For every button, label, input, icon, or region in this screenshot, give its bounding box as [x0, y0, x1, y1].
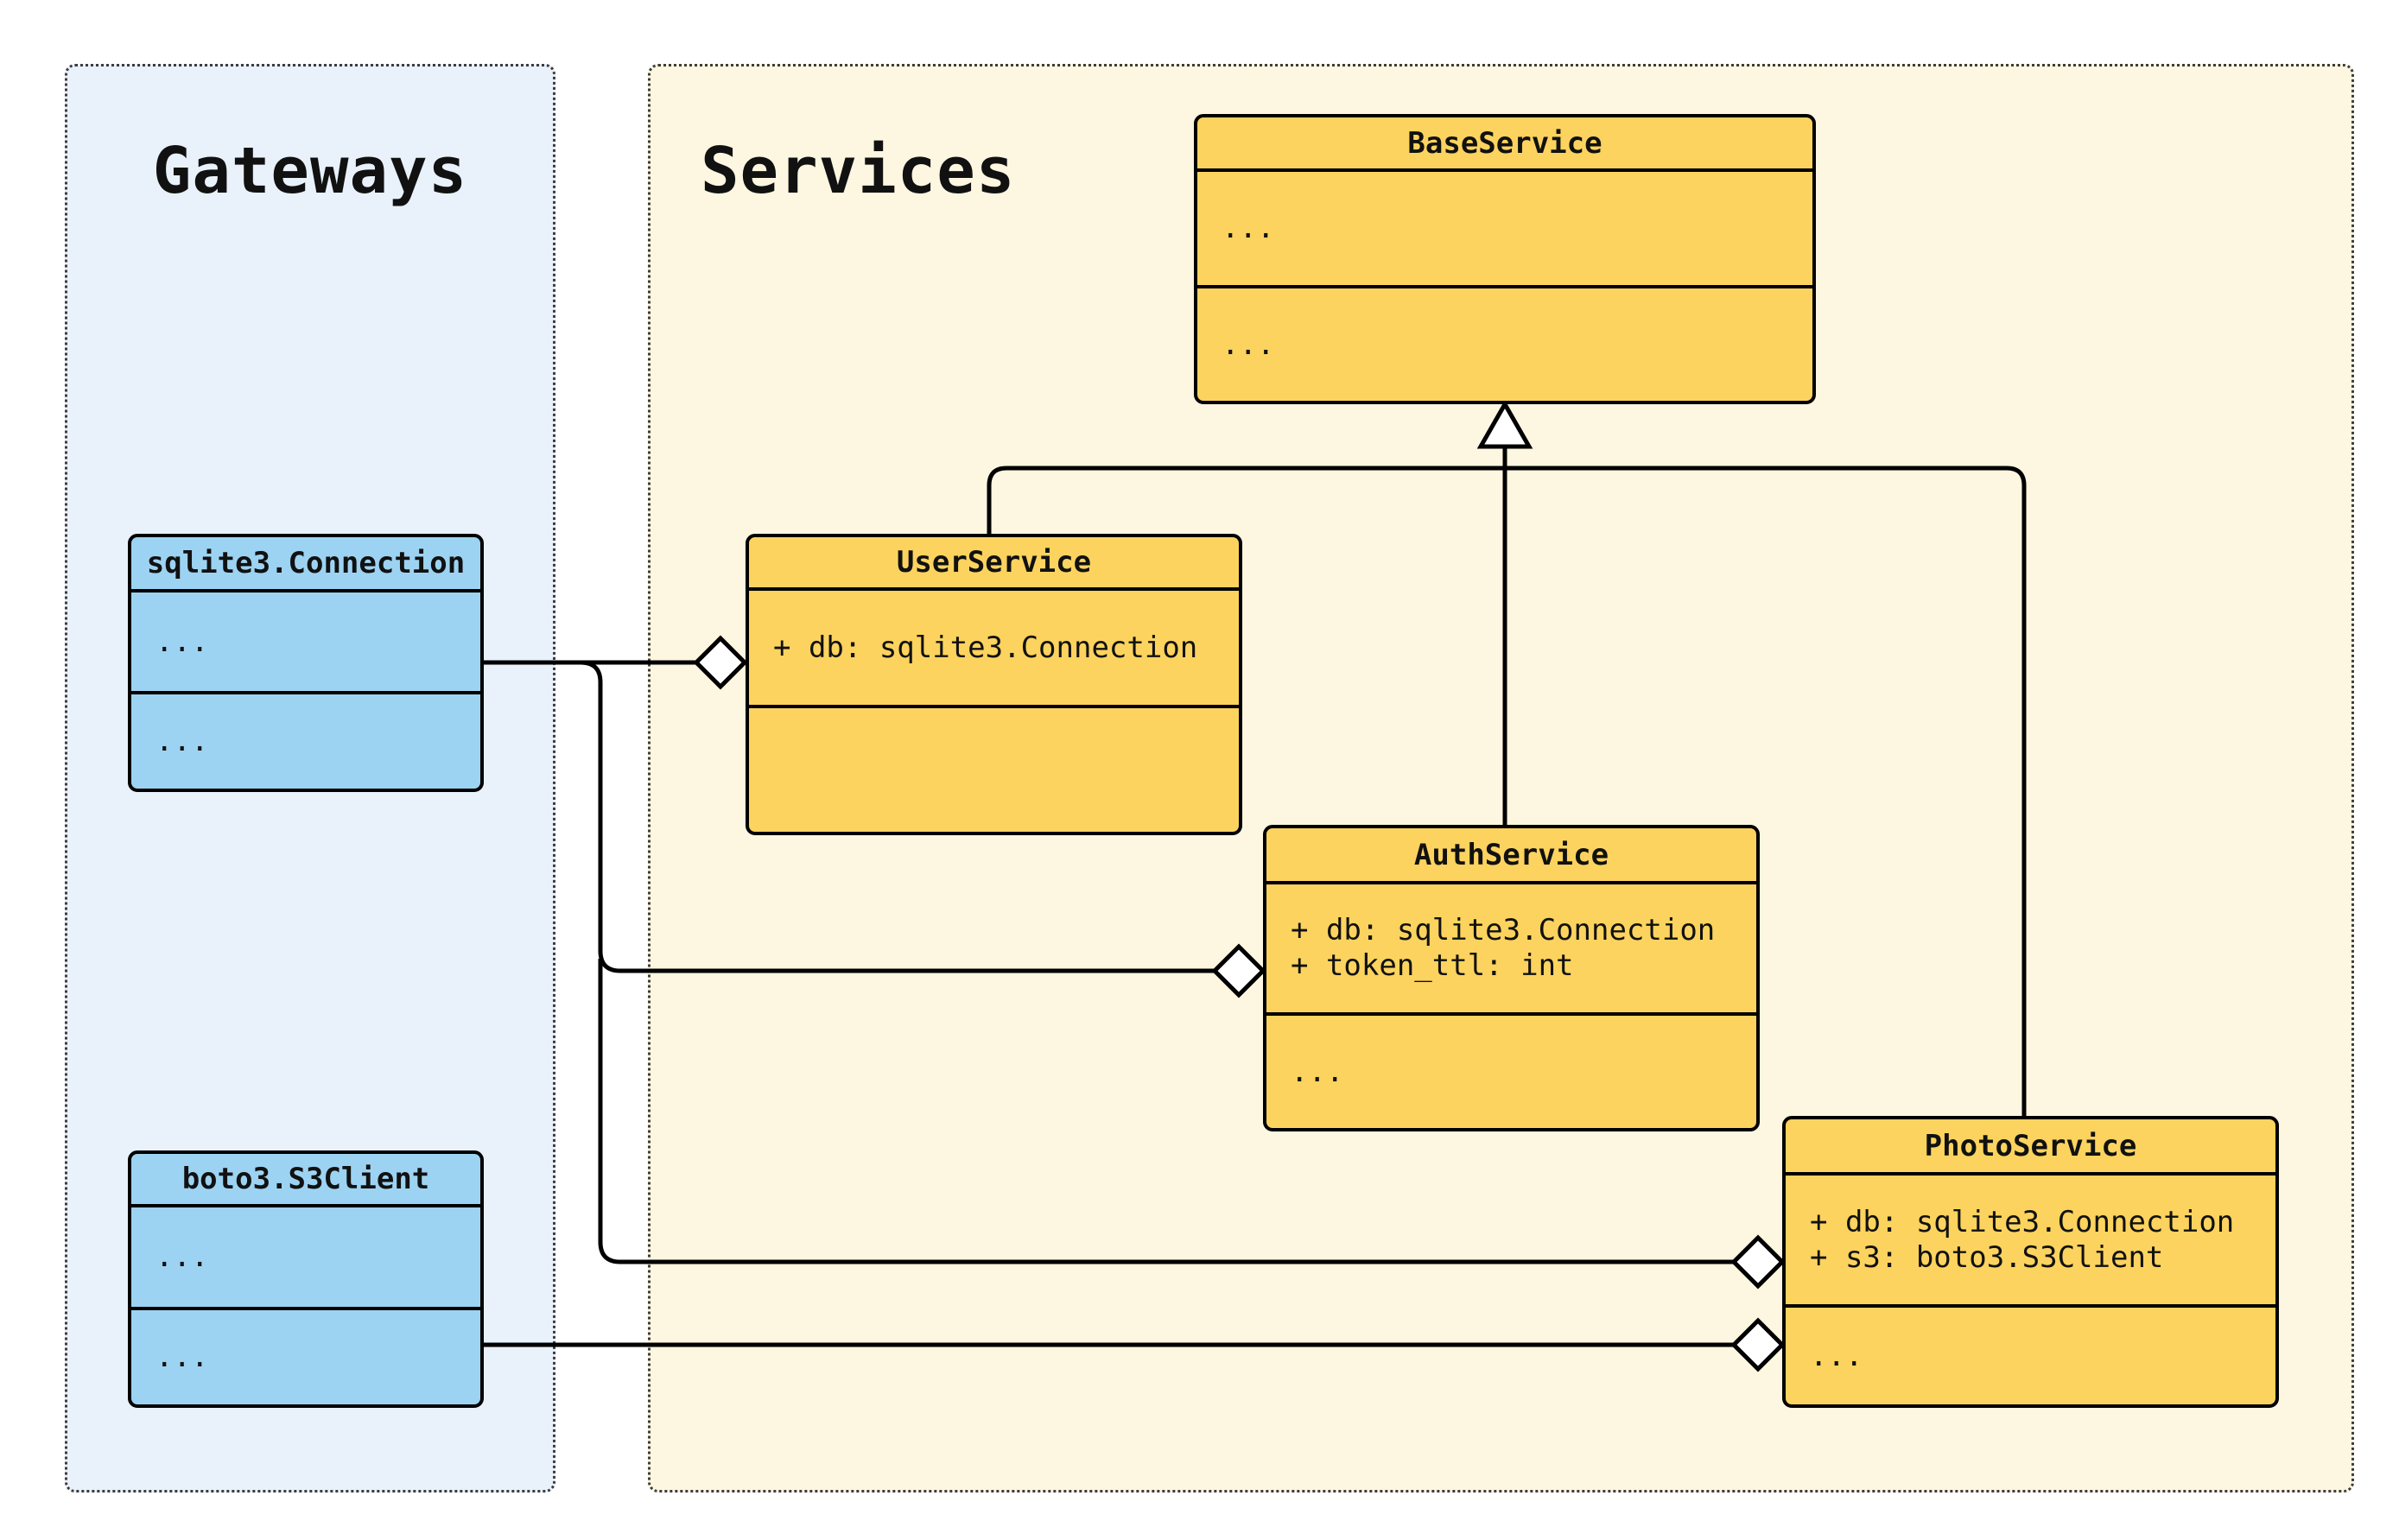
- attribute-row: ...: [1222, 211, 1275, 245]
- gateways-panel-title: Gateways: [152, 134, 468, 208]
- class-title: sqlite3.Connection: [131, 537, 480, 593]
- method-row: ...: [1810, 1338, 1863, 1373]
- class-title: UserService: [749, 537, 1239, 591]
- method-row: ...: [155, 1340, 209, 1374]
- class-box-boto3-s3client[interactable]: boto3.S3Client ... ...: [128, 1150, 484, 1408]
- class-box-photoservice[interactable]: PhotoService + db: sqlite3.Connection + …: [1782, 1116, 2279, 1408]
- class-box-sqlite3-connection[interactable]: sqlite3.Connection ... ...: [128, 534, 484, 792]
- class-box-userservice[interactable]: UserService + db: sqlite3.Connection: [746, 534, 1242, 835]
- class-attributes: ...: [131, 593, 480, 694]
- class-box-authservice[interactable]: AuthService + db: sqlite3.Connection + t…: [1263, 825, 1760, 1131]
- attribute-row: + db: sqlite3.Connection: [1291, 913, 1716, 947]
- attribute-row: + token_ttl: int: [1291, 948, 1574, 983]
- class-methods: ...: [131, 1310, 480, 1404]
- class-methods: [749, 708, 1239, 832]
- class-title: AuthService: [1266, 828, 1756, 884]
- class-title: BaseService: [1197, 117, 1812, 172]
- class-attributes: + db: sqlite3.Connection + s3: boto3.S3C…: [1786, 1176, 2275, 1308]
- method-row: ...: [1222, 326, 1275, 362]
- attribute-row: ...: [155, 624, 209, 659]
- class-methods: ...: [1266, 1016, 1756, 1128]
- class-title: boto3.S3Client: [131, 1154, 480, 1207]
- class-attributes: + db: sqlite3.Connection: [749, 591, 1239, 708]
- class-attributes: ...: [1197, 172, 1812, 288]
- services-panel-title: Services: [701, 134, 1016, 208]
- class-methods: ...: [1197, 288, 1812, 401]
- class-attributes: + db: sqlite3.Connection + token_ttl: in…: [1266, 884, 1756, 1016]
- class-title: PhotoService: [1786, 1119, 2275, 1176]
- attribute-row: + s3: boto3.S3Client: [1810, 1239, 2164, 1275]
- method-row: ...: [155, 724, 209, 758]
- method-row: ...: [1291, 1054, 1344, 1089]
- attribute-row: + db: sqlite3.Connection: [773, 630, 1198, 665]
- class-box-baseservice[interactable]: BaseService ... ...: [1194, 114, 1816, 404]
- class-methods: ...: [131, 694, 480, 789]
- class-methods: ...: [1786, 1308, 2275, 1404]
- class-attributes: ...: [131, 1207, 480, 1310]
- attribute-row: + db: sqlite3.Connection: [1810, 1204, 2235, 1239]
- attribute-row: ...: [155, 1239, 209, 1274]
